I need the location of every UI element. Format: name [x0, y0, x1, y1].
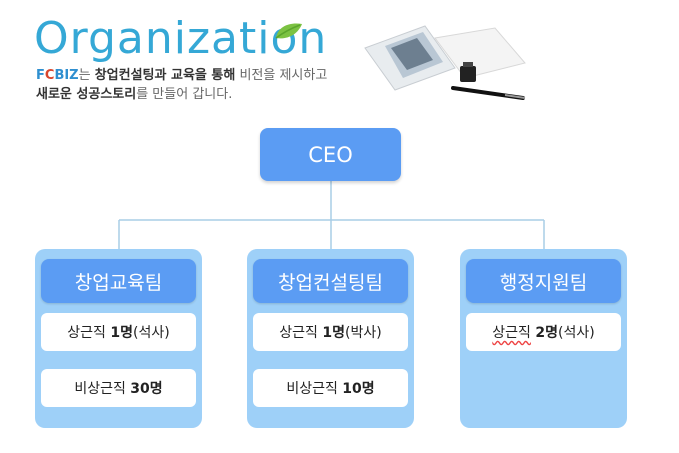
- stationery-illustration: [364, 25, 526, 100]
- leaf-icon: [275, 23, 302, 39]
- intro-text: FCBIZ는 창업컨설팅과 교육을 통해 비전을 제시하고 새로운 성공스토리를…: [36, 66, 327, 104]
- staff-row: 상근직 1명 (석사): [41, 313, 196, 351]
- team-panel-education: 창업교육팀 상근직 1명 (석사) 비상근직 30명: [35, 249, 202, 428]
- ceo-box: CEO: [260, 128, 401, 181]
- team-name: 행정지원팀: [466, 259, 621, 303]
- team-name: 창업교육팀: [41, 259, 196, 303]
- staff-row: 상근직 1명 (박사): [253, 313, 408, 351]
- team-panel-admin: 행정지원팀 상근직 2명 (석사): [460, 249, 627, 428]
- intro-line-2: 새로운 성공스토리를 만들어 갑니다.: [36, 87, 233, 102]
- staff-row: 상근직 2명 (석사): [466, 313, 621, 351]
- intro-line-1: FCBIZ는 창업컨설팅과 교육을 통해 비전을 제시하고: [36, 68, 328, 83]
- team-name: 창업컨설팅팀: [253, 259, 408, 303]
- staff-row: 비상근직 10명: [253, 369, 408, 407]
- team-panel-consulting: 창업컨설팅팀 상근직 1명 (박사) 비상근직 10명: [247, 249, 414, 428]
- page-title: Organization: [34, 13, 328, 64]
- staff-row: 비상근직 30명: [41, 369, 196, 407]
